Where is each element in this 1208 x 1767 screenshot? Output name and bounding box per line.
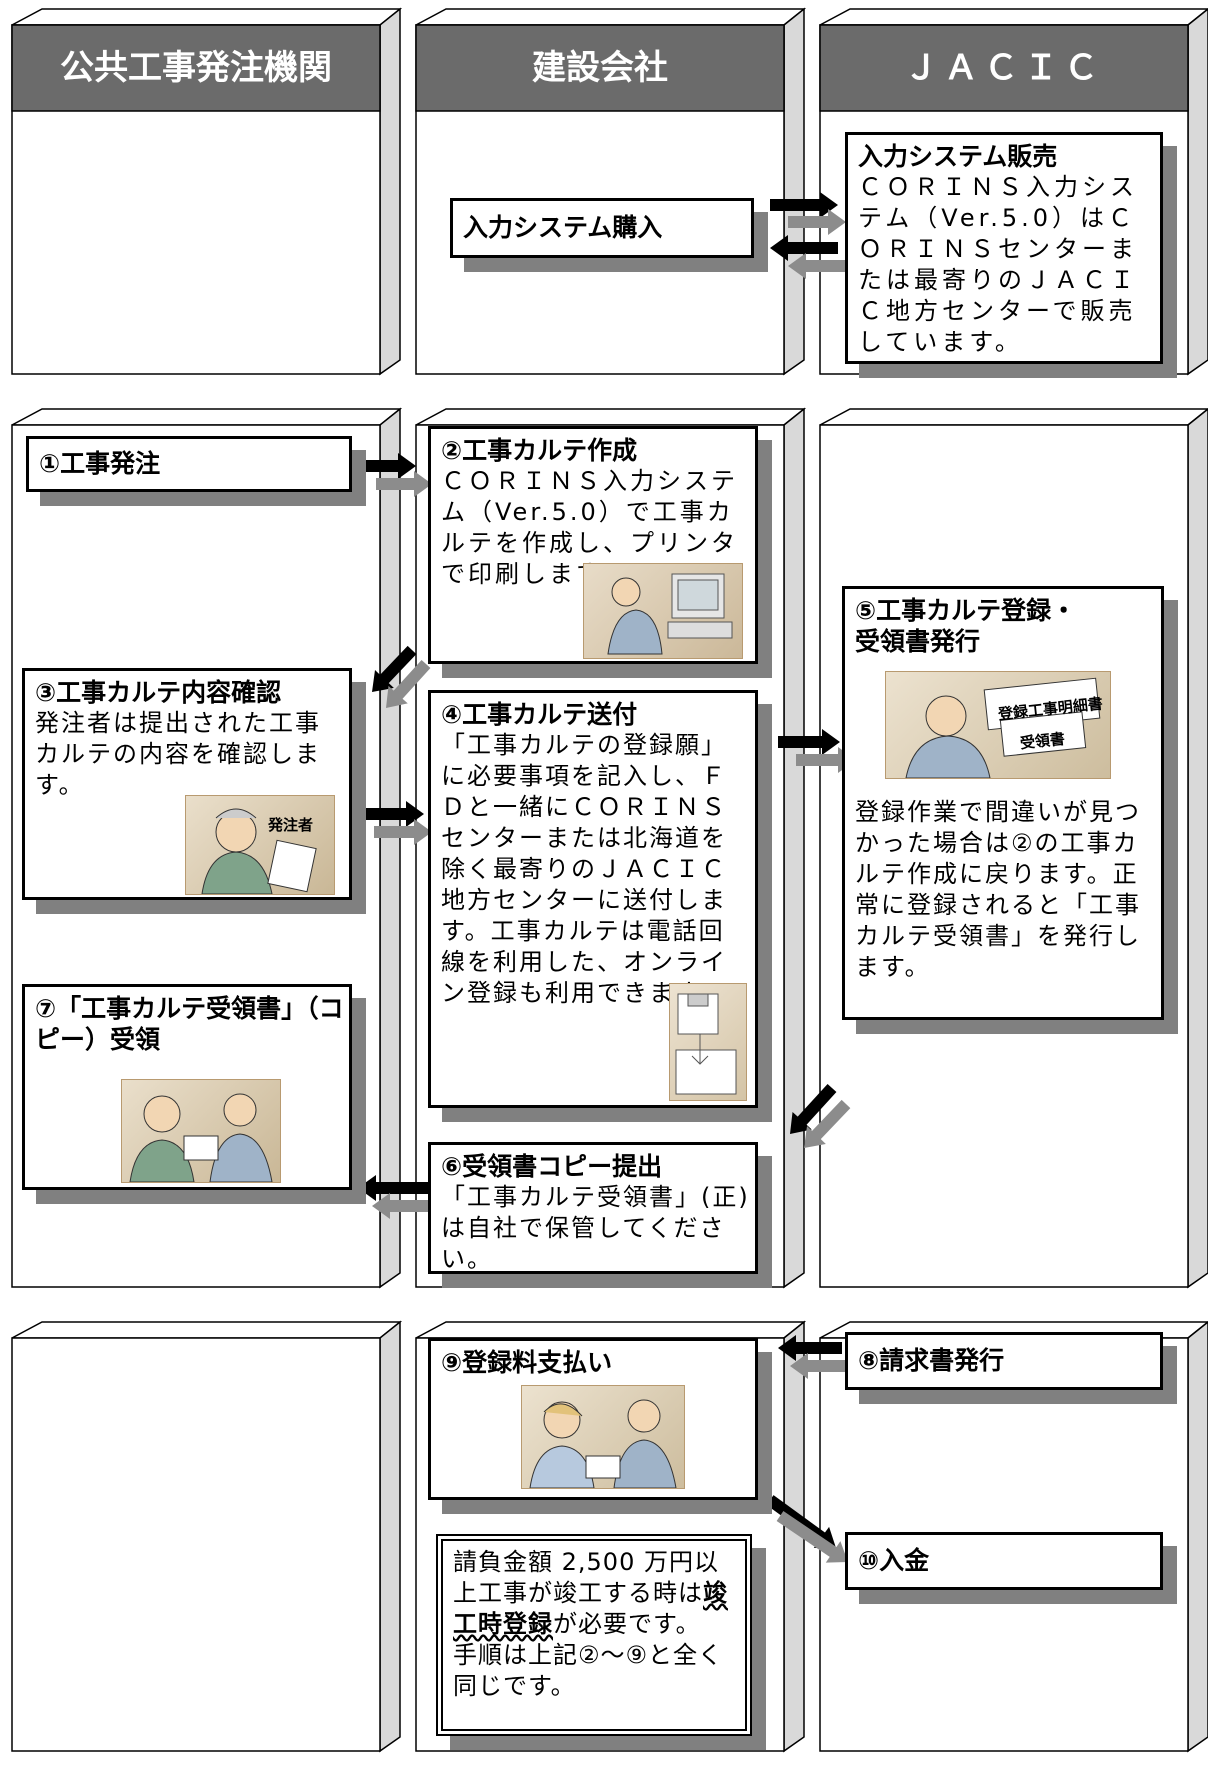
step5-box: ⑤工事カルテ登録・受領書発行 登録工事明細書 受領書 登録作業で間違いが見つかっ… xyxy=(842,586,1164,1020)
step3-title: ③工事カルテ内容確認 xyxy=(35,678,282,707)
arrow-step5-to-step6 xyxy=(790,1083,837,1134)
orderer-icon xyxy=(201,808,317,895)
arrow-step8-to-step9-gray xyxy=(790,1353,848,1379)
completion-note-box: 請負金額 2,500 万円以上工事が竣工する時は竣工時登録が必要です。 手順は上… xyxy=(436,1534,752,1736)
step5-title: ⑤工事カルテ登録・受領書発行 xyxy=(855,596,1077,656)
payment-icon xyxy=(529,1399,677,1489)
step4-box: ④工事カルテ送付 「工事カルテの登録願」に必要事項を記入し、ＦＤと一緒にＣＯＲＩ… xyxy=(428,690,758,1108)
arrow-purchase-right-gray xyxy=(788,209,846,235)
receipt-icon xyxy=(905,677,1101,779)
step4-title: ④工事カルテ送付 xyxy=(441,700,638,729)
arrow-step3-to-step4-gray xyxy=(374,819,432,845)
step6-text: 「工事カルテ受領書」(正)は自社で保管してください。 xyxy=(441,1183,750,1273)
arrow-step5-to-step6-gray xyxy=(804,1099,851,1148)
step10-title: ⑩入金 xyxy=(858,1546,930,1575)
arrow-sales-left xyxy=(770,235,838,261)
purchase-title: 入力システム購入 xyxy=(463,213,663,242)
step10-box: ⑩入金 xyxy=(845,1532,1163,1590)
arrow-step8-to-step9 xyxy=(778,1335,842,1361)
orderer-image: 発注者 xyxy=(185,795,335,895)
step6-title: ⑥受領書コピー提出 xyxy=(441,1152,663,1181)
sales-title: 入力システム販売 xyxy=(858,142,1058,171)
step1-title: ①工事発注 xyxy=(39,449,161,478)
column-header-contractor: 建設会社 xyxy=(532,48,668,88)
panel-c0-r2 xyxy=(11,1320,403,1753)
step8-box: ⑧請求書発行 xyxy=(845,1332,1163,1390)
column-header-jacic: ＪＡＣＩＣ xyxy=(904,48,1104,88)
step1-box: ①工事発注 xyxy=(26,436,352,492)
panel-c0-r0 xyxy=(11,7,403,376)
step2-title: ②工事カルテ作成 xyxy=(441,436,638,465)
note-text: 請負金額 2,500 万円以上工事が竣工する時は竣工時登録が必要です。 手順は上… xyxy=(453,1547,735,1702)
step7-box: ⑦「工事カルテ受領書」（コピー）受領 xyxy=(22,984,352,1190)
arrow-step9-to-step10 xyxy=(766,1495,836,1548)
step3-box: ③工事カルテ内容確認 発注者は提出された工事カルテの内容を確認します。 発注者 xyxy=(22,668,352,900)
arrow-step9-to-step10-gray xyxy=(776,1511,848,1563)
note-emphasis: 竣工時登録 xyxy=(453,1579,728,1638)
note-text-2: が必要です。 xyxy=(553,1610,701,1638)
note-text-1: 請負金額 2,500 万円以上工事が竣工する時は xyxy=(453,1548,719,1607)
arrow-purchase-right xyxy=(770,192,838,218)
sales-text: ＣＯＲＩＮＳ入力システム（Ver.5.0）はＣＯＲＩＮＳセンターまたは最寄りのＪ… xyxy=(858,173,1138,356)
purchase-box: 入力システム購入 xyxy=(450,198,754,258)
step5-text: 登録作業で間違いが見つかった場合は②の工事カルテ作成に戻ります。正常に登録される… xyxy=(855,798,1141,981)
orderer-image-label: 発注者 xyxy=(268,816,314,834)
arrow-sales-left-gray xyxy=(788,253,846,279)
column-header-orderer: 公共工事発注機関 xyxy=(60,48,332,88)
computer-user-image xyxy=(583,563,743,659)
step6-box: ⑥受領書コピー提出 「工事カルテ受領書」(正)は自社で保管してください。 xyxy=(428,1142,758,1274)
receipt-image: 登録工事明細書 受領書 xyxy=(885,671,1111,779)
arrow-step6-to-step7-gray xyxy=(372,1193,436,1219)
step7-title: ⑦「工事カルテ受領書」（コピー）受領 xyxy=(35,994,344,1054)
receipt-label-2: 受領書 xyxy=(1019,729,1066,753)
step2-box: ②工事カルテ作成 ＣＯＲＩＮＳ入力システム（Ver.5.0）で工事カルテを作成し… xyxy=(428,426,758,664)
payment-image xyxy=(521,1385,685,1489)
step8-title: ⑧請求書発行 xyxy=(858,1346,1005,1375)
arrow-step2-to-step3 xyxy=(372,645,417,693)
note-text-3: 手順は上記②～⑨と全く同じです。 xyxy=(453,1641,724,1700)
arrow-step4-to-step5 xyxy=(778,729,840,755)
step3-text: 発注者は提出された工事カルテの内容を確認します。 xyxy=(35,709,321,799)
arrow-step4-to-step5-gray xyxy=(796,747,856,773)
floppy-mail-image xyxy=(669,983,747,1101)
handover-icon xyxy=(129,1093,273,1183)
arrow-step2-to-step3-gray xyxy=(385,659,431,709)
floppy-mail-icon xyxy=(675,993,737,1095)
handover-image xyxy=(121,1079,281,1183)
sales-box: 入力システム販売 ＣＯＲＩＮＳ入力システム（Ver.5.0）はＣＯＲＩＮＳセンタ… xyxy=(845,132,1163,364)
step4-text: 「工事カルテの登録願」に必要事項を記入し、ＦＤと一緒にＣＯＲＩＮＳセンターまたは… xyxy=(441,731,727,1007)
arrow-step3-to-step4 xyxy=(356,801,424,827)
step9-box: ⑨登録料支払い xyxy=(428,1338,758,1500)
arrow-step1-to-step2-gray xyxy=(376,471,432,497)
step9-title: ⑨登録料支払い xyxy=(441,1348,613,1377)
arrow-step6-to-step7 xyxy=(358,1175,432,1201)
computer-user-icon xyxy=(607,573,733,655)
arrow-step1-to-step2 xyxy=(362,453,416,479)
